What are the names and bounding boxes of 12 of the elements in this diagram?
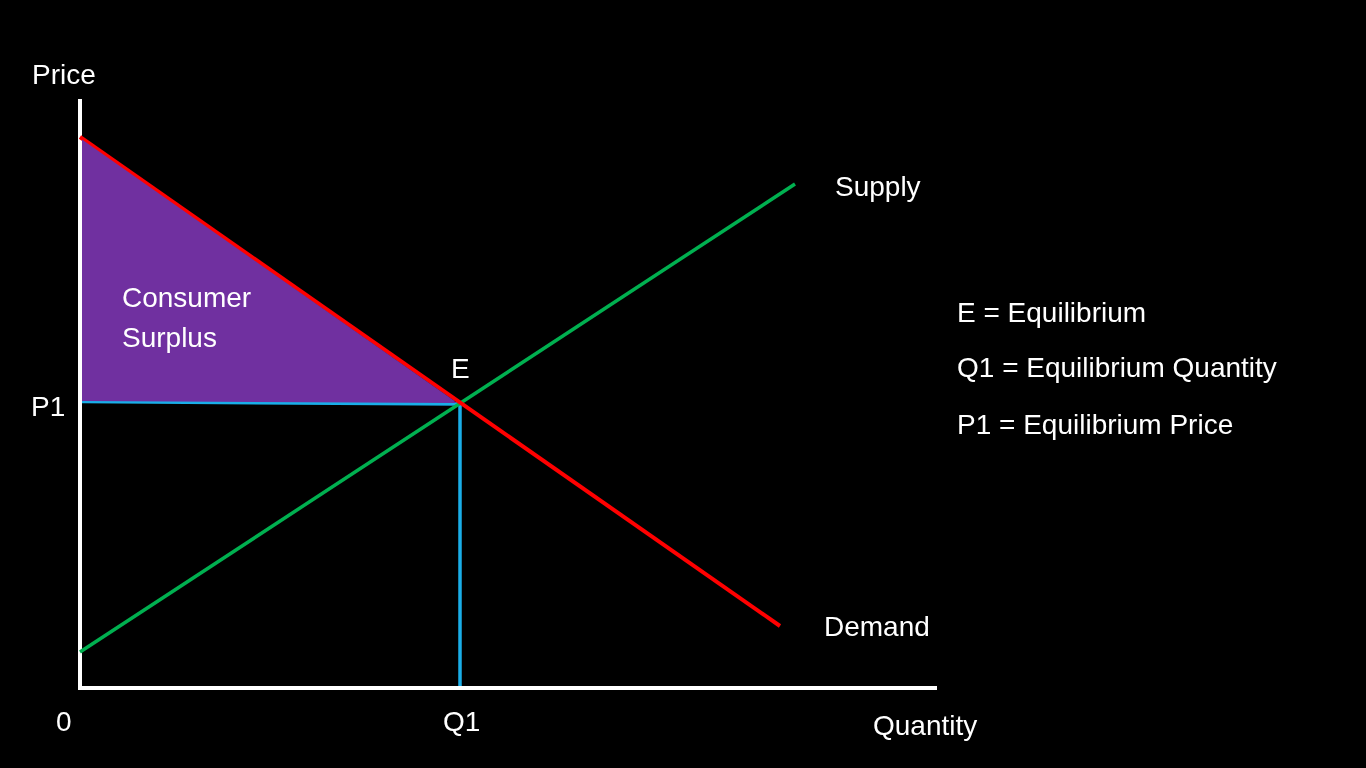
axis-tick-label: 0 (56, 705, 72, 739)
point-label: E (451, 352, 470, 386)
curve-label: Demand (824, 610, 930, 644)
axis-title: Price (32, 58, 96, 92)
definition-text: E = Equilibrium (957, 296, 1147, 330)
axis-tick-label: P1 (31, 390, 66, 424)
area-label: Consumer Surplus (122, 281, 253, 355)
axis-title: Quantity (873, 709, 978, 743)
axis-tick-label: Q1 (443, 705, 481, 739)
curve-label: Supply (835, 170, 921, 204)
definition-text: P1 = Equilibrium Price (957, 408, 1234, 442)
definition-text: Q1 = Equilibrium Quantity (957, 351, 1277, 385)
